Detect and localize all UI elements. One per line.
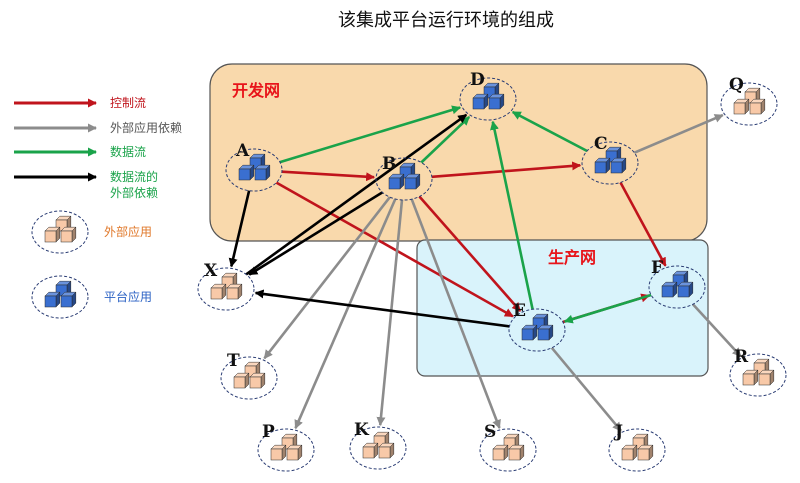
node-x-label: X <box>204 261 218 281</box>
node-c: C <box>581 134 639 185</box>
legend-platform-app-icon <box>31 275 89 319</box>
node-f-label: F <box>651 258 663 278</box>
node-p: P <box>257 422 315 472</box>
dev-zone <box>209 63 708 242</box>
node-e: E <box>508 301 566 352</box>
node-b-label: B <box>382 154 396 174</box>
edge-b-x <box>248 191 384 276</box>
node-t-label: T <box>227 351 240 371</box>
prod-zone <box>416 239 709 377</box>
legend-platform-app-label: 平台应用 <box>104 289 152 304</box>
edge-b-k <box>376 199 404 427</box>
node-b: B <box>375 154 433 201</box>
edge-c-d <box>511 110 588 153</box>
prod-zone-label: 生产网 <box>548 248 596 267</box>
edge-c-f <box>619 181 667 267</box>
edge-x-d <box>245 113 468 276</box>
node-e-label: E <box>513 301 526 321</box>
edge-b-d <box>420 115 471 164</box>
node-d: D <box>459 70 517 121</box>
nodes: A B C D E F X Q T P K S J R <box>197 70 787 472</box>
legend-dataflow-external-label-1: 数据流的 <box>110 169 158 184</box>
node-j-label: J <box>613 422 623 442</box>
legend-dataflow-label: 数据流 <box>110 144 146 159</box>
node-s: S <box>479 422 537 472</box>
node-a: A <box>225 141 283 192</box>
edge-b-s <box>410 198 501 429</box>
legend-dataflow-external-label-2: 外部依赖 <box>110 185 158 200</box>
edge-f-e <box>563 293 652 324</box>
node-f: F <box>648 258 706 309</box>
edge-e-j <box>550 346 622 432</box>
node-k: K <box>349 420 407 470</box>
node-q: Q <box>720 75 778 126</box>
node-j: J <box>608 422 666 472</box>
legend-control-label: 控制流 <box>110 96 146 110</box>
edges <box>228 105 742 432</box>
edge-b-e <box>418 195 522 312</box>
node-k-label: K <box>354 420 370 440</box>
edge-b-t <box>263 196 391 360</box>
legend-external-app-icon <box>31 210 89 254</box>
edge-b-c <box>431 161 582 179</box>
edge-c-q <box>633 113 724 154</box>
node-a-label: A <box>235 141 250 161</box>
legend: 控制流 外部应用依赖 数据流 数据流的 外部依赖 外部应用 平台应用 <box>14 96 182 319</box>
node-x: X <box>197 261 255 311</box>
edge-a-d <box>279 105 462 164</box>
node-p-label: P <box>262 422 275 442</box>
edge-b-p <box>294 198 397 430</box>
edge-a-e <box>275 181 514 318</box>
node-t: T <box>220 351 278 400</box>
edge-e-d <box>490 120 534 310</box>
node-s-label: S <box>484 422 496 442</box>
legend-external-app-label: 外部应用 <box>104 224 152 239</box>
node-c-label: C <box>594 134 608 154</box>
node-q-label: Q <box>729 75 744 95</box>
node-r: R <box>729 347 787 397</box>
legend-external-label: 外部应用依赖 <box>110 120 182 135</box>
node-d-label: D <box>470 70 485 90</box>
edge-a-x <box>228 190 251 268</box>
edge-e-x <box>254 289 510 328</box>
edge-f-r <box>691 303 742 358</box>
diagram-title: 该集成平台运行环境的组成 <box>338 10 554 31</box>
edge-a-b <box>281 170 376 182</box>
node-r-label: R <box>734 347 749 367</box>
dev-zone-label: 开发网 <box>232 81 280 100</box>
